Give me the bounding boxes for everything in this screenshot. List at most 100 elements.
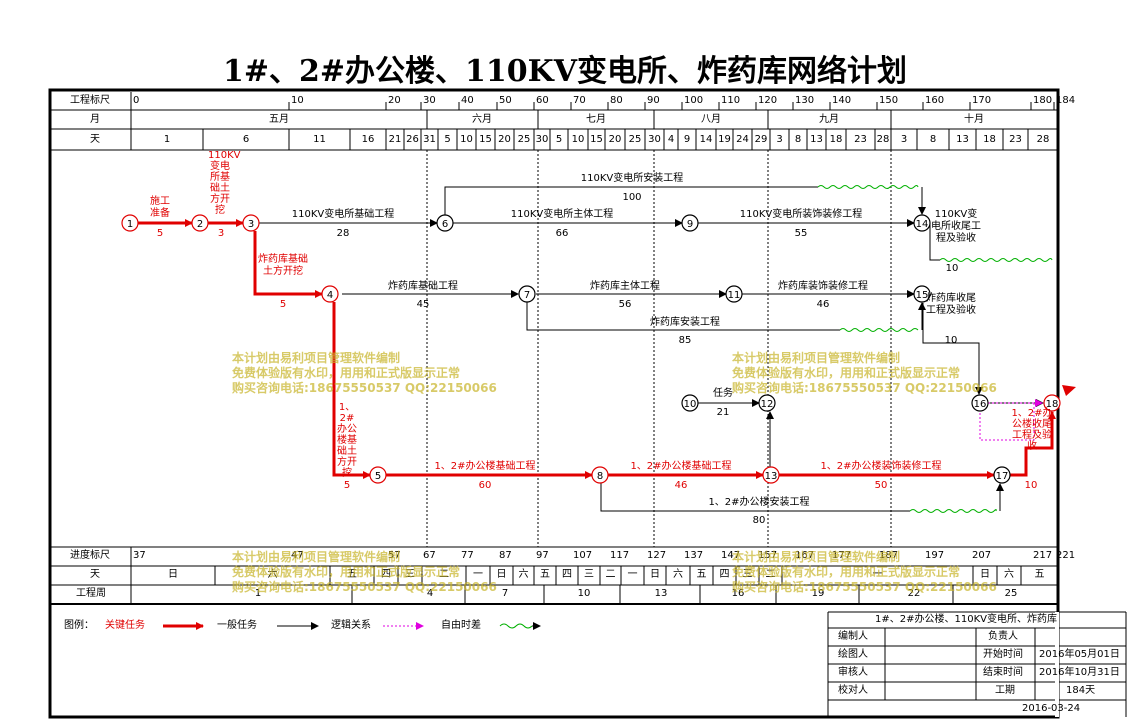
task-duration: 100 (622, 192, 642, 203)
node-label: 7 (524, 290, 530, 301)
legend-float-wave (499, 623, 533, 629)
task-label: 110KV变电所主体工程 (510, 209, 614, 220)
task-label: 任务 (713, 388, 733, 399)
day-label: 19 (718, 134, 731, 145)
progress-tick-label: 77 (461, 550, 474, 561)
day-label: 23 (1009, 134, 1022, 145)
weekday-label: 一 (473, 569, 483, 580)
node-label: 18 (1046, 399, 1059, 410)
task-duration: 46 (674, 480, 688, 491)
row-label-progress: 进度标尺 (70, 550, 110, 561)
scale-tick-label: 40 (461, 95, 474, 106)
scale-tick-label: 140 (832, 95, 852, 106)
node-label: 15 (916, 290, 929, 301)
legend-float-label: 自由时差 (441, 620, 481, 631)
node-label: 3 (248, 219, 254, 230)
week-label: 19 (811, 588, 825, 599)
progress-tick-label: 137 (684, 550, 704, 561)
tb-date: 2016-03-24 (1022, 703, 1081, 714)
task-label: 1、2#办公楼基础工程 (630, 461, 732, 472)
node-label: 4 (327, 290, 333, 301)
legend-critical-label: 关键任务 (105, 620, 145, 631)
task-duration: 28 (336, 228, 350, 239)
week-label: 16 (731, 588, 745, 599)
day-label: 14 (699, 134, 713, 145)
node-12: 12 (758, 394, 776, 412)
week-label: 7 (501, 588, 509, 599)
node-label: 14 (916, 219, 929, 230)
progress-tick-label: 197 (925, 550, 945, 561)
day-label: 8 (929, 134, 937, 145)
scale-tick-label: 150 (879, 95, 899, 106)
scale-tick-label: 30 (423, 95, 436, 106)
task-duration: 66 (555, 228, 569, 239)
task-duration: 50 (874, 480, 888, 491)
progress-tick-label: 207 (972, 550, 992, 561)
weekday-label: 四 (381, 569, 391, 580)
task-label: 110KV变电所装饰装修工程 (739, 209, 863, 220)
day-label: 3 (776, 134, 783, 145)
day-label: 31 (423, 134, 436, 145)
scale-tick-label: 120 (758, 95, 778, 106)
task-duration: 21 (716, 407, 730, 418)
weekday-label: 四 (719, 569, 730, 580)
node-label: 10 (684, 399, 697, 410)
day-label: 11 (313, 134, 326, 145)
node-15: 15 (913, 285, 931, 303)
week-label: 4 (426, 588, 434, 599)
weekday-label: 六 (673, 569, 683, 580)
task-duration: 55 (794, 228, 808, 239)
tb-editor-label: 编制人 (838, 631, 868, 642)
node-8: 8 (591, 466, 609, 484)
normal-tasks (259, 186, 983, 512)
node-label: 11 (728, 290, 741, 301)
page-title: 1#、2#办公楼、110KV变电所、炸药库网络计划 (223, 54, 907, 89)
task-duration: 56 (618, 299, 632, 310)
node-3: 3 (242, 214, 260, 232)
month-label: 六月 (472, 114, 492, 125)
legend-normal-label: 一般任务 (217, 620, 257, 631)
node-5: 5 (369, 466, 387, 484)
day-label: 5 (444, 134, 451, 145)
weekday-label: 三 (405, 569, 415, 580)
node-label: 9 (687, 219, 693, 230)
node-label: 12 (761, 399, 774, 410)
tb-reviewer-label: 审核人 (838, 667, 868, 678)
task-duration: 60 (478, 480, 492, 491)
weekday-label: 三 (584, 569, 594, 580)
weekday-label: 五 (540, 569, 550, 580)
weekday-label: 五 (1034, 569, 1045, 580)
task-label: 110KV变电所收尾工程及验收 (931, 209, 981, 244)
weekday-label: 六 (1004, 569, 1014, 580)
task-label: 110KV变电所基础土方开挖 (208, 150, 241, 216)
day-label: 9 (683, 134, 691, 145)
tb-start-value: 2016年05月01日 (1039, 649, 1120, 660)
day-label: 24 (736, 134, 749, 145)
task-duration: 10 (1024, 480, 1038, 491)
progress-tick-label: 127 (647, 550, 667, 561)
day-label: 18 (829, 134, 843, 145)
watermark-top-left: 本计划由易利项目管理软件编制免费体验版有水印，用用和正式版显示正常购买咨询电话:… (232, 351, 497, 395)
task-label: 1、2#办公楼安装工程 (708, 497, 810, 508)
progress-tick-label: 97 (536, 550, 549, 561)
node-11: 11 (725, 285, 743, 303)
day-label: 3 (900, 134, 908, 145)
node-label: 2 (197, 219, 203, 230)
row-label-month: 月 (90, 114, 100, 125)
day-label: 10 (571, 134, 585, 145)
scale-tick-label: 90 (647, 95, 660, 106)
day-label: 20 (608, 134, 622, 145)
legend-label: 图例： (64, 620, 94, 631)
tb-checker-label: 校对人 (838, 685, 868, 696)
scale-tick-label: 180 (1033, 95, 1053, 106)
tb-end-label: 结束时间 (983, 667, 1023, 678)
tb-end-value: 2016年10月31日 (1039, 667, 1120, 678)
task-label: 1、2#办公楼收尾工程及验收 (1011, 408, 1053, 452)
scale-tick-label: 170 (972, 95, 992, 106)
day-label: 4 (667, 134, 675, 145)
day-label: 28 (876, 134, 890, 145)
scale-tick-label: 20 (388, 95, 401, 106)
week-label: 1 (254, 588, 262, 599)
node-2: 2 (191, 214, 209, 232)
node-label: 5 (375, 471, 381, 482)
